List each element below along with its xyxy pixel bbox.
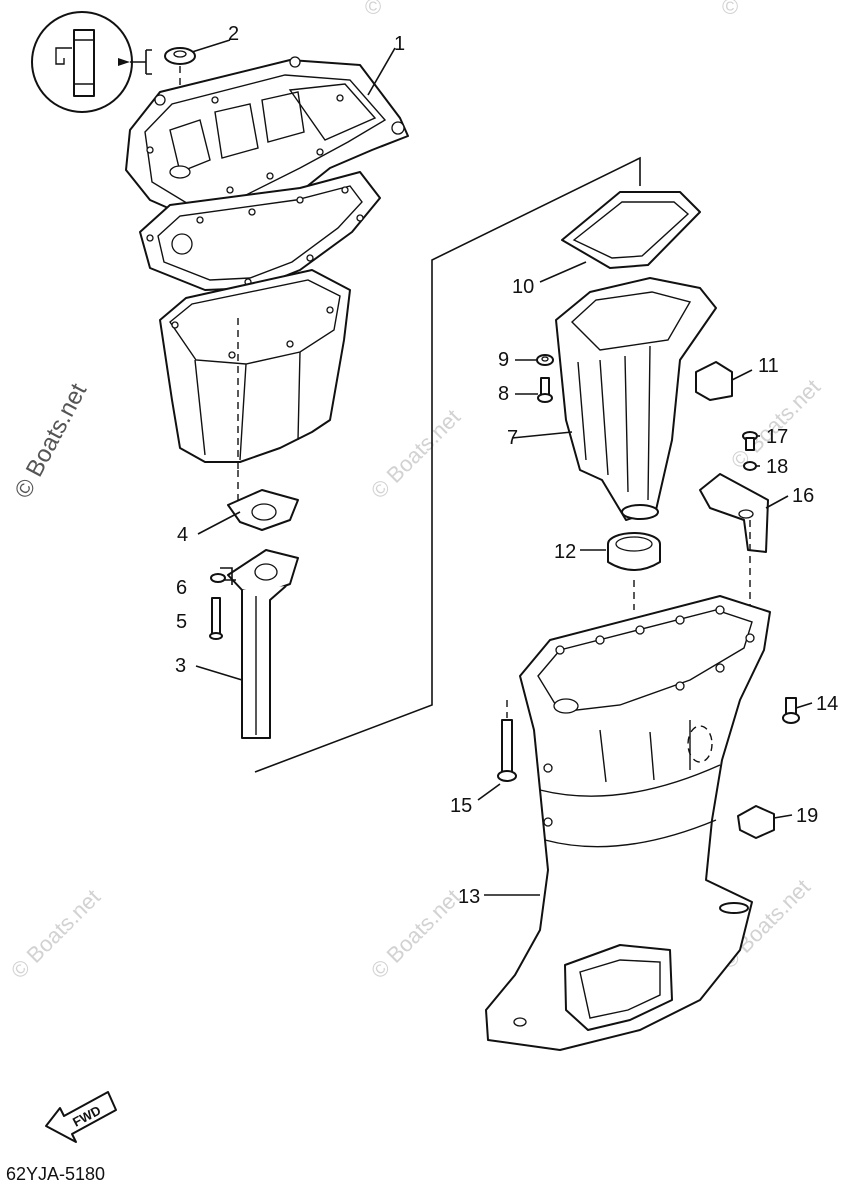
part-19-anode bbox=[737, 805, 775, 839]
gasket-upper bbox=[139, 171, 381, 291]
label-13: 13 bbox=[458, 886, 480, 908]
part-1-upper-casing bbox=[125, 56, 409, 223]
diagram-code: 62YJA-5180 bbox=[6, 1164, 105, 1184]
part-9-washer bbox=[536, 354, 554, 366]
detail-inset bbox=[31, 11, 152, 113]
part-8-bolt bbox=[537, 377, 553, 403]
label-14: 14 bbox=[816, 693, 838, 715]
part-16-plate bbox=[699, 473, 769, 553]
watermark-center: © Boats.net bbox=[366, 404, 465, 503]
label-2: 2 bbox=[228, 23, 239, 45]
watermark-left: © Boats.net bbox=[9, 379, 92, 503]
watermark-corner-1: © bbox=[365, 0, 381, 19]
fwd-arrow-icon: FWD bbox=[45, 1091, 117, 1143]
part-6-washer bbox=[210, 573, 226, 583]
part-18-washer bbox=[743, 461, 757, 471]
label-10: 10 bbox=[512, 276, 534, 298]
part-12-seal bbox=[607, 532, 661, 610]
label-9: 9 bbox=[498, 349, 509, 371]
watermark-corner-2: © bbox=[722, 0, 738, 19]
label-11: 11 bbox=[758, 355, 779, 377]
part-7-exhaust-manifold bbox=[555, 277, 717, 521]
part-17-screw bbox=[742, 431, 758, 451]
part-2-washer bbox=[164, 47, 196, 180]
label-5: 5 bbox=[176, 611, 187, 633]
part-13-lower-casing bbox=[485, 595, 771, 1051]
watermark-bottom-left: © Boats.net bbox=[6, 884, 105, 983]
label-17: 17 bbox=[766, 426, 788, 448]
label-8: 8 bbox=[498, 383, 509, 405]
label-18: 18 bbox=[766, 456, 788, 478]
label-16: 16 bbox=[792, 485, 814, 507]
part-10-gasket bbox=[561, 191, 701, 269]
leader-lines bbox=[191, 39, 813, 896]
part-3-exhaust-pipe bbox=[227, 549, 299, 739]
bracket-lines bbox=[220, 567, 236, 585]
label-15: 15 bbox=[450, 795, 472, 817]
part-15-bolt bbox=[497, 700, 517, 782]
label-7: 7 bbox=[507, 427, 518, 449]
label-12: 12 bbox=[554, 541, 576, 563]
part-number-labels: 1 2 3 4 5 6 7 8 9 10 11 12 13 14 15 16 1… bbox=[175, 23, 838, 908]
part-11-grommet bbox=[695, 361, 733, 401]
label-1: 1 bbox=[394, 33, 405, 55]
label-4: 4 bbox=[177, 524, 188, 546]
part-4-gasket bbox=[227, 470, 299, 531]
watermark-bottom-center: © Boats.net bbox=[366, 884, 465, 983]
label-3: 3 bbox=[175, 655, 186, 677]
label-19: 19 bbox=[796, 805, 818, 827]
divider-frame bbox=[254, 156, 641, 773]
label-6: 6 bbox=[176, 577, 187, 599]
part-5-bolt bbox=[209, 597, 223, 640]
oil-pan bbox=[159, 269, 351, 470]
part-14-bolt bbox=[782, 697, 800, 724]
